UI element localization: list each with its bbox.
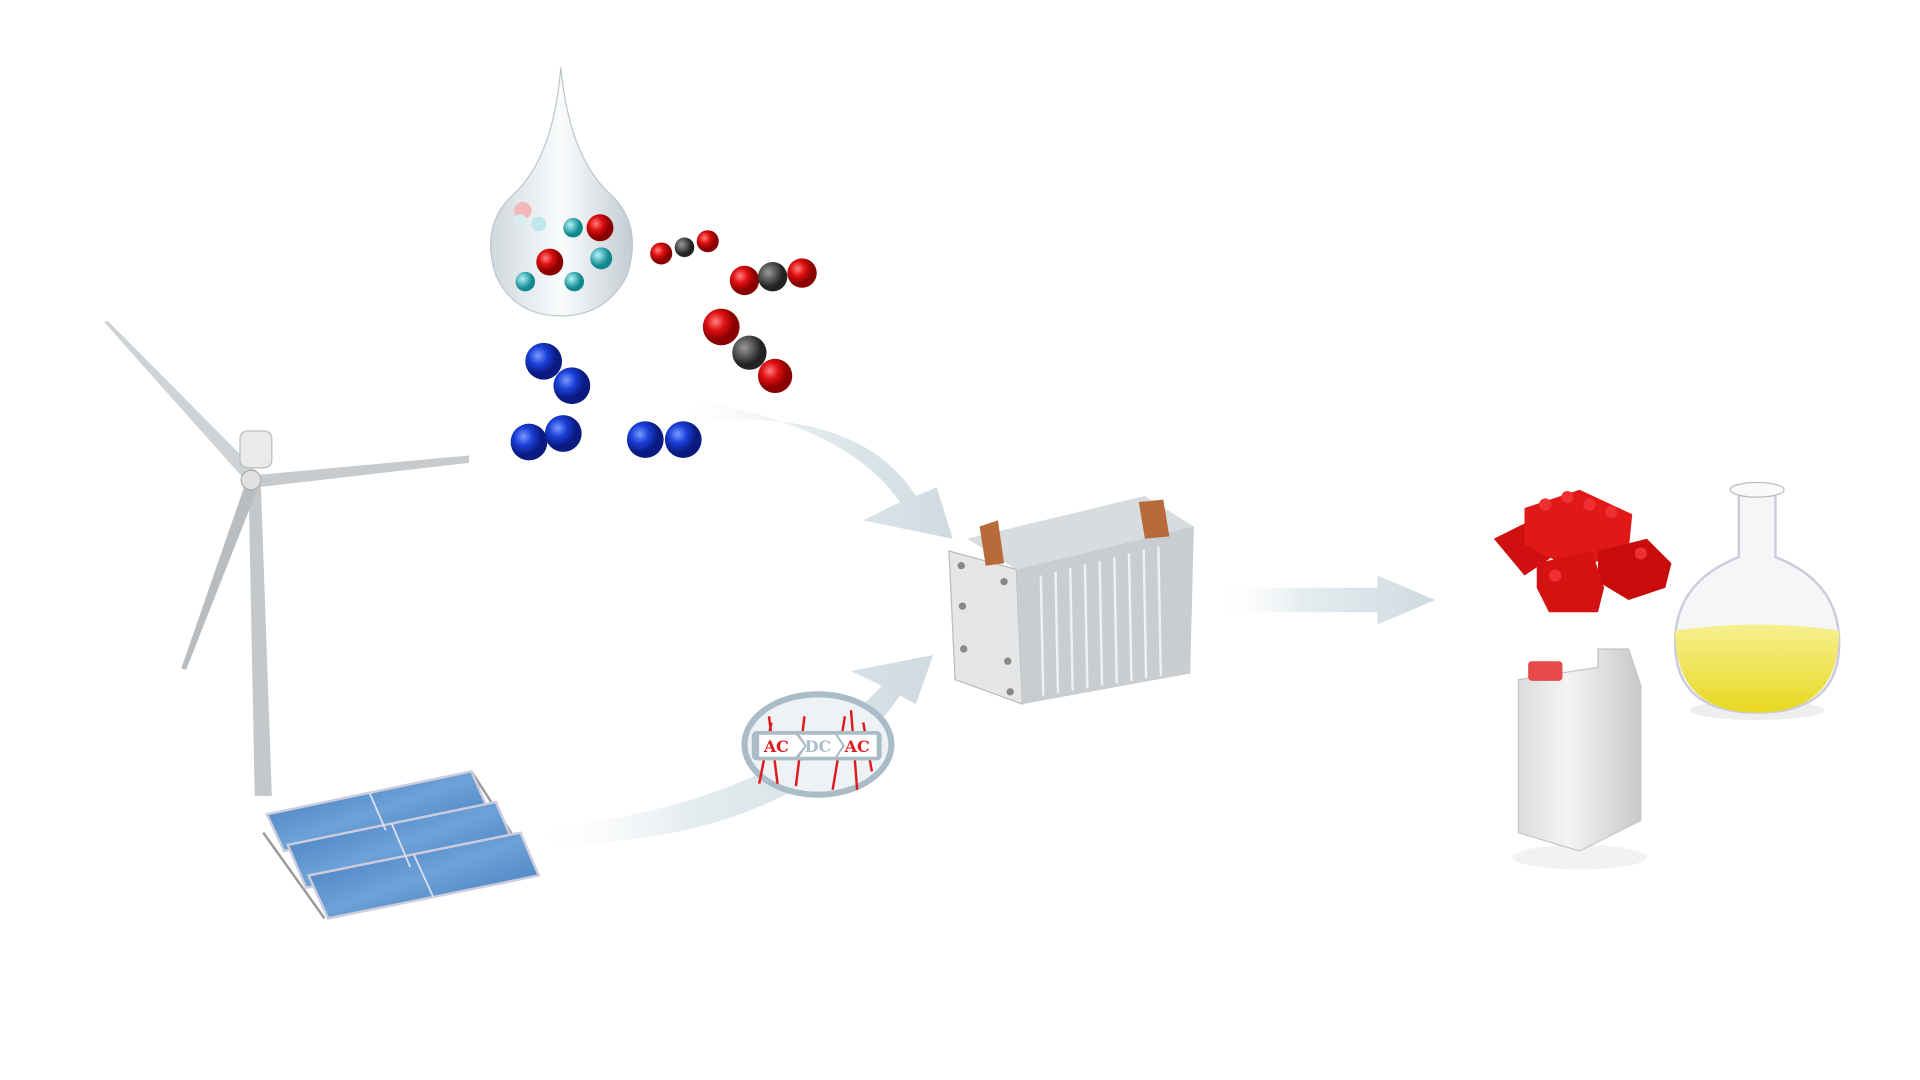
plastic-bricks-icon: [1493, 489, 1672, 613]
arrow-molecules-to-stack: [679, 397, 953, 539]
flask-icon: [1673, 481, 1841, 720]
solar-panel-icon: [262, 770, 541, 920]
co2-molecules: [650, 230, 817, 394]
electrolyzer-icon: [948, 495, 1194, 705]
converter-middle-label: DC: [805, 737, 831, 756]
canister-icon: [1512, 648, 1647, 870]
converter-input-label: AC: [763, 737, 789, 756]
water-drop-icon: [490, 67, 633, 317]
arrow-stack-to-products: [1215, 575, 1436, 625]
wind-turbine-icon: [104, 320, 469, 796]
converter-output-label: AC: [844, 737, 870, 756]
n2-molecules: [510, 342, 702, 461]
ac-dc-ac-converter: AC DC AC: [741, 691, 895, 798]
arrow-solar-to-stack: [526, 655, 934, 845]
